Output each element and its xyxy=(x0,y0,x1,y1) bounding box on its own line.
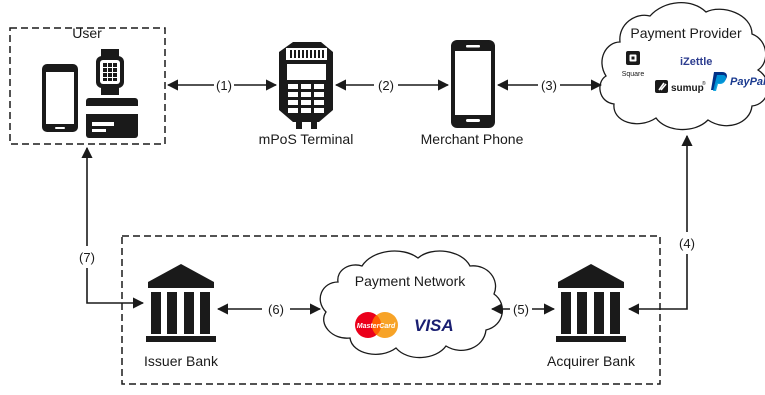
issuer-label: Issuer Bank xyxy=(144,353,219,369)
acquirer-bank-icon xyxy=(556,264,626,342)
smartwatch-icon xyxy=(96,49,124,95)
credit-card-icon xyxy=(86,98,138,138)
network-label: Payment Network xyxy=(355,273,466,289)
merchant-smartphone-icon xyxy=(451,40,495,128)
arrow-7-lower xyxy=(86,268,145,309)
pos-terminal-icon xyxy=(279,42,333,129)
step-4-label: (4) xyxy=(679,236,695,251)
paypal-name: PayPal xyxy=(730,76,765,88)
terminal-label: mPoS Terminal xyxy=(259,131,354,147)
banking-dashed-box xyxy=(121,235,661,385)
mastercard-name: MasterCard xyxy=(357,323,396,330)
provider-label: Payment Provider xyxy=(630,25,742,41)
paypal-logo: PayPal xyxy=(711,72,765,91)
step-2-label: (2) xyxy=(378,78,394,93)
sumup-logo: sumup ® xyxy=(655,80,706,94)
provider-cloud-icon xyxy=(599,1,765,131)
step-7-label: (7) xyxy=(79,250,95,265)
mastercard-logo: MasterCard xyxy=(355,312,398,338)
smartphone-icon xyxy=(42,64,78,132)
step-5-label: (5) xyxy=(513,302,529,317)
step-6-label: (6) xyxy=(268,302,284,317)
sumup-name: sumup xyxy=(671,83,704,94)
square-logo: Square xyxy=(622,51,645,78)
user-group: User xyxy=(9,25,166,145)
izettle-logo: iZettle xyxy=(680,56,712,68)
step-3-label: (3) xyxy=(541,78,557,93)
user-dashed-box xyxy=(9,27,166,145)
visa-logo: VISA xyxy=(414,316,454,335)
arrow-4-lower xyxy=(627,254,688,315)
issuer-bank-icon xyxy=(146,264,216,342)
network-cloud-icon xyxy=(319,250,504,359)
sumup-registered-mark: ® xyxy=(702,80,706,87)
merchant-phone-label: Merchant Phone xyxy=(421,131,524,147)
step-1-label: (1) xyxy=(216,78,232,93)
acquirer-label: Acquirer Bank xyxy=(547,353,636,369)
user-label: User xyxy=(72,25,102,41)
square-name: Square xyxy=(622,71,645,78)
